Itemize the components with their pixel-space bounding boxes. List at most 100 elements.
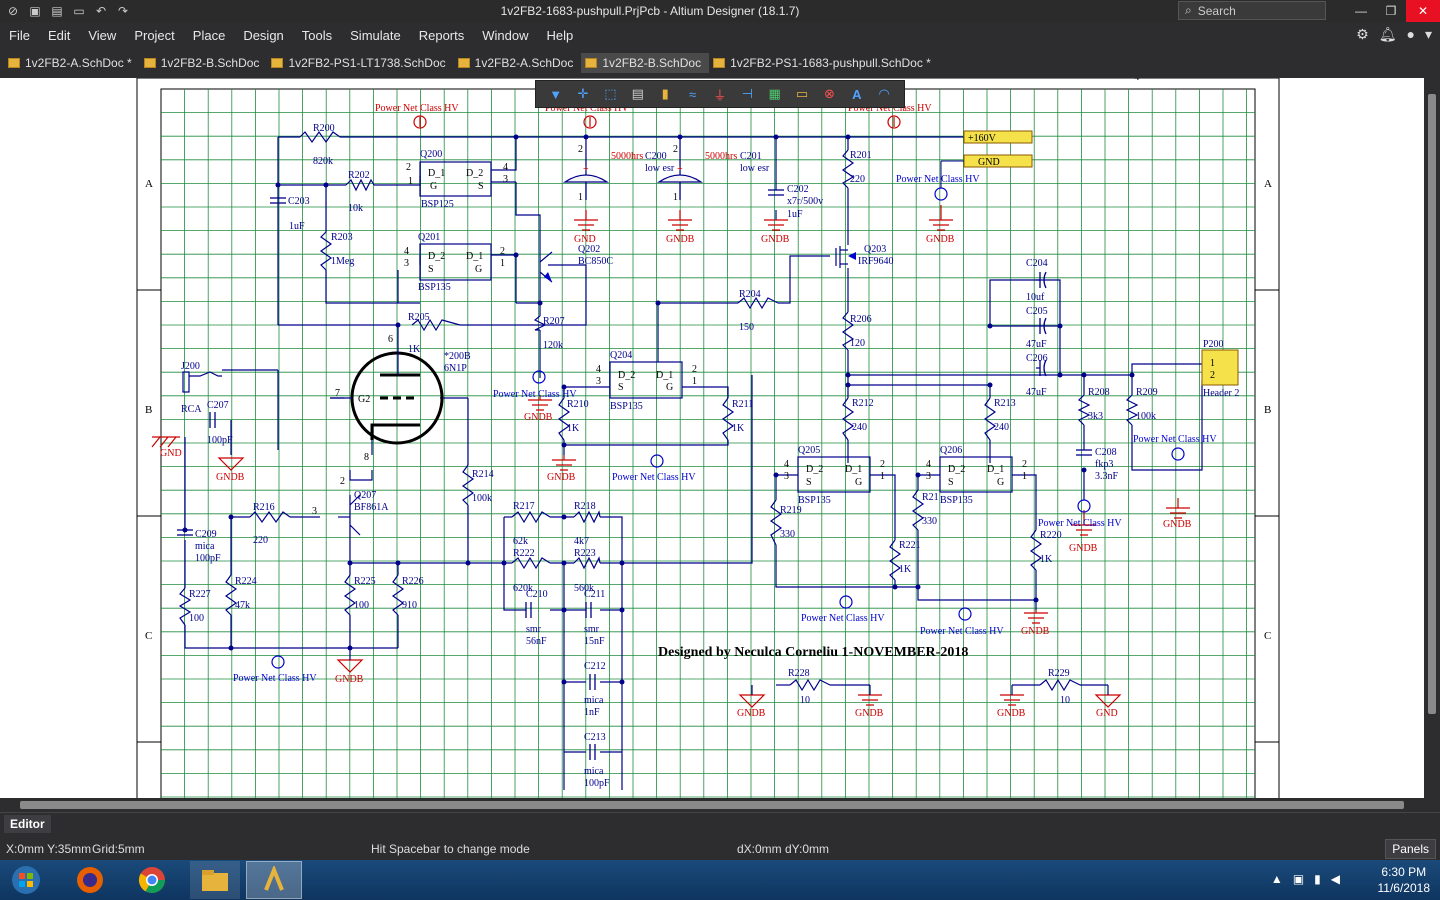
horizontal-scrollbar[interactable] [0,798,1424,812]
wires [184,136,1203,790]
restore-button[interactable]: ❐ [1385,4,1397,18]
pin-label: D_1 [428,168,445,179]
r217-ref: R217 [513,501,535,512]
q202-ref: Q202 [578,244,600,255]
c201-ref: C201 [740,151,762,162]
menu-design[interactable]: Design [243,27,284,43]
menu-project[interactable]: Project [134,27,175,43]
schematic-canvas[interactable]: A B C A B C 4 [0,78,1424,798]
firefox-taskbar-icon[interactable] [70,863,110,897]
junction-dots [182,134,1135,685]
clock-date: 11/6/2018 [1377,881,1431,895]
pin-num: 4 [926,459,931,470]
tab-doc-6[interactable]: 1v2FB2-PS1-1683-pushpull.SchDoc * [709,53,939,73]
r222-ref: R222 [513,548,535,559]
port-icon[interactable]: ▭ [795,86,809,101]
place-part-icon[interactable]: ▮ [661,86,669,101]
menu-help[interactable]: Help [546,27,574,43]
tray-device-icon[interactable]: ▣ [1292,872,1305,886]
settings-gear-icon[interactable]: ⚙ [1356,26,1369,42]
menu-edit[interactable]: Edit [47,27,71,43]
pnc-label-6: Power Net Class HV [612,472,696,483]
tab-doc-4[interactable]: 1v2FB2-A.SchDoc [454,53,582,73]
save-icon[interactable]: ▣ [29,4,41,18]
c203-val: 1uF [289,221,305,232]
power-net-markers-red [413,115,901,129]
tray-expand-icon[interactable]: ▲ [1270,872,1283,886]
chrome-taskbar-icon[interactable] [132,863,172,897]
q205-type: BSP135 [798,495,831,506]
menu-window[interactable]: Window [482,27,529,43]
tab-doc-2[interactable]: 1v2FB2-B.SchDoc [140,53,268,73]
filter-icon[interactable]: ▼ [549,86,563,102]
vertical-scroll-thumb[interactable] [1428,94,1436,714]
menu-simulate[interactable]: Simulate [350,27,401,43]
menu-place[interactable]: Place [192,27,226,43]
schematic-svg[interactable]: A B C A B C 4 [0,78,1424,798]
r226-ref: R226 [402,576,424,587]
user-account-icon[interactable]: ● [1406,26,1415,42]
move-cross-icon[interactable]: ✛ [577,86,589,101]
menu-bar: File Edit View Project Place Design Tool… [0,22,1440,48]
r212-val: 240 [852,422,867,433]
altium-taskbar-icon[interactable] [246,861,302,899]
minimize-button[interactable]: — [1355,4,1367,18]
menu-tools[interactable]: Tools [301,27,333,43]
no-erc-icon[interactable]: ⊗ [823,86,835,101]
active-bar-toolbar: ▼ ✛ ⬚ ▤ ▮ ≈ ⏚ ⊣ ▦ ▭ ⊗ A ◠ [535,80,905,108]
p200-ref: P200 [1203,339,1224,350]
pin-label: S [428,264,434,275]
r205-val: 1K [408,344,421,355]
r223-ref: R223 [574,548,596,559]
clock[interactable]: 6:30 PM 11/6/2018 [1378,864,1431,896]
menu-reports[interactable]: Reports [418,27,465,43]
redo-icon[interactable]: ↷ [117,4,129,18]
pin-label: D_2 [428,251,445,262]
select-rect-icon[interactable]: ⬚ [604,86,617,101]
r214-ref: R214 [472,469,494,480]
tab-doc-5[interactable]: 1v2FB2-B.SchDoc [581,53,710,73]
open-folder-icon[interactable]: ▭ [73,4,85,18]
search-input[interactable]: ⌕ Search [1178,1,1326,20]
zone-label-top-4: 4 [1134,78,1140,83]
tab-doc-1[interactable]: 1v2FB2-A.SchDoc * [4,53,140,73]
gndb-label-9: GNDB [1021,626,1050,637]
text-icon[interactable]: A [852,86,862,102]
bus-icon[interactable]: ⊣ [741,86,753,101]
arc-icon[interactable]: ◠ [878,86,890,101]
wire-icon[interactable]: ≈ [688,86,697,102]
zone-label-left-c: C [145,630,152,642]
save-all-icon[interactable]: ▤ [51,4,63,18]
pin-num: 1 [408,176,413,187]
tray-volume-icon[interactable]: ◀ [1330,872,1340,886]
r202-val: 10k [348,203,363,214]
sheet-symbol-icon[interactable]: ▦ [768,86,781,101]
r207-ref: R207 [543,316,565,327]
align-icon[interactable]: ▤ [631,86,644,101]
grid-lines [161,89,1255,798]
power-port-icon[interactable]: ⏚ [713,87,727,103]
start-button[interactable] [6,862,46,898]
notifications-bell-icon[interactable]: 🔔︎ [1378,26,1397,42]
menu-view[interactable]: View [88,27,117,43]
gndb-label-11: GNDB [737,708,766,719]
tab-doc-3[interactable]: 1v2FB2-PS1-LT1738.SchDoc [267,53,453,73]
r224-val: 47k [235,600,250,611]
c209-val: mica [195,541,215,552]
explorer-taskbar-icon[interactable] [190,861,240,899]
close-button[interactable]: ✕ [1406,0,1440,22]
gndb-label-1: GNDB [666,234,695,245]
r205-ref: R205 [408,312,430,323]
schdoc-icon [8,58,20,68]
menu-file[interactable]: File [9,27,30,43]
panels-button[interactable]: Panels [1385,839,1436,859]
pin-num: 3 [784,471,789,482]
tray-network-icon[interactable]: ▮ [1314,872,1321,886]
undo-icon[interactable]: ↶ [95,4,107,18]
horizontal-scroll-thumb[interactable] [20,801,1404,809]
chevron-down-icon[interactable]: ▾ [1424,26,1432,42]
vertical-scrollbar[interactable] [1424,78,1440,798]
pin-label: G [475,264,482,275]
q201-type: BSP135 [418,282,451,293]
editor-tab[interactable]: Editor [4,815,51,833]
